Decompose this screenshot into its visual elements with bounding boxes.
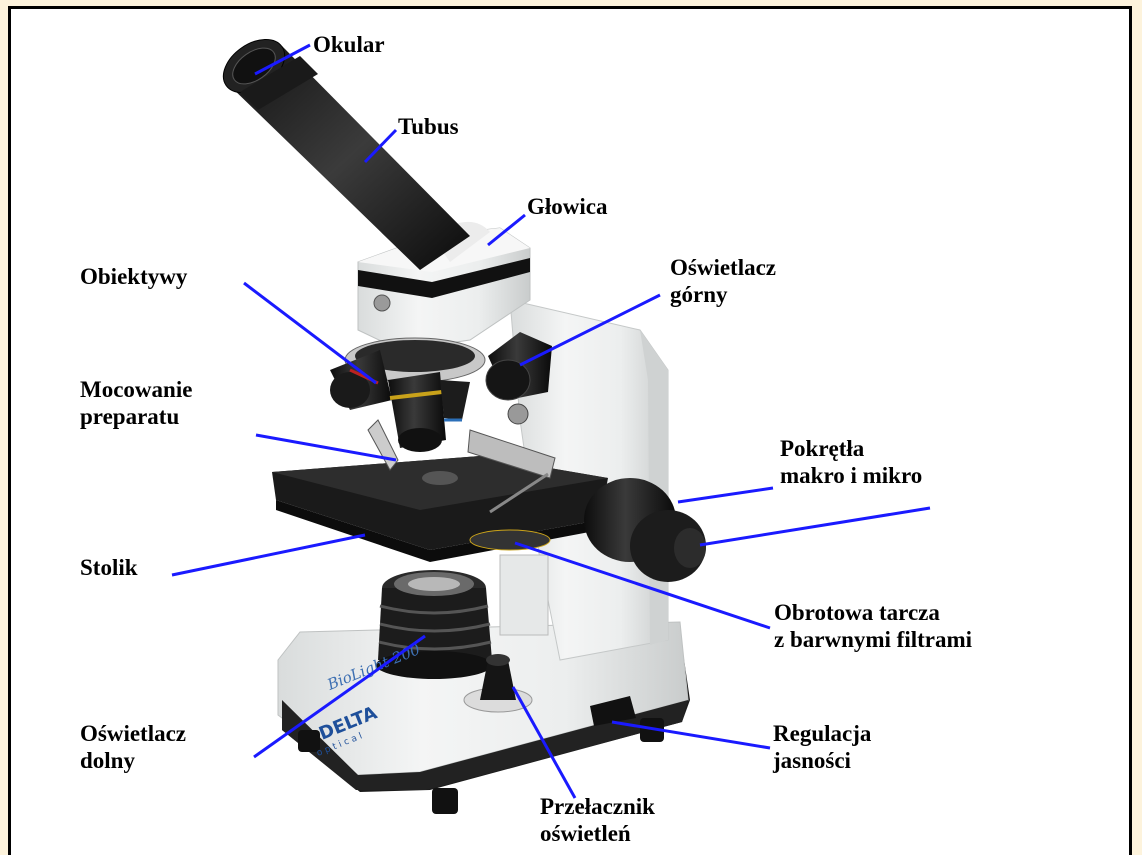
leader-stolik bbox=[172, 535, 365, 575]
label-pokretla: Pokrętła makro i mikro bbox=[780, 435, 922, 489]
label-line-2: preparatu bbox=[80, 403, 192, 430]
label-text: Okular bbox=[313, 31, 385, 58]
label-text: Stolik bbox=[80, 554, 138, 581]
label-obrotowa-tarcza: Obrotowa tarcza z barwnymi filtrami bbox=[774, 599, 972, 653]
label-line-2: makro i mikro bbox=[780, 462, 922, 489]
label-line-1: Przełacznik bbox=[540, 793, 655, 820]
label-obiektywy: Obiektywy bbox=[80, 263, 187, 290]
label-oswietlacz-dolny: Oświetlacz dolny bbox=[80, 720, 186, 774]
label-line-1: Oświetlacz bbox=[80, 720, 186, 747]
label-tubus: Tubus bbox=[398, 113, 459, 140]
label-oswietlacz-gorny: Oświetlacz górny bbox=[670, 254, 776, 308]
label-line-1: Oświetlacz bbox=[670, 254, 776, 281]
eyepiece-tube bbox=[214, 28, 470, 270]
label-line-2: dolny bbox=[80, 747, 186, 774]
label-line-2: oświetleń bbox=[540, 820, 655, 847]
filter-wheel bbox=[470, 530, 550, 550]
label-line-1: Pokrętła bbox=[780, 435, 922, 462]
label-line-2: górny bbox=[670, 281, 776, 308]
label-text: Głowica bbox=[527, 193, 608, 220]
label-line-1: Regulacja bbox=[773, 720, 871, 747]
upper-illuminator bbox=[486, 332, 552, 400]
objectives bbox=[330, 338, 485, 452]
label-glowica: Głowica bbox=[527, 193, 608, 220]
label-line-2: z barwnymi filtrami bbox=[774, 626, 972, 653]
label-line-1: Obrotowa tarcza bbox=[774, 599, 972, 626]
leader-pokretla bbox=[678, 488, 773, 502]
label-line-2: jasności bbox=[773, 747, 871, 774]
leader-obiektywy bbox=[244, 283, 376, 383]
label-stolik: Stolik bbox=[80, 554, 138, 581]
label-text: Tubus bbox=[398, 113, 459, 140]
label-mocowanie-preparatu: Mocowanie preparatu bbox=[80, 376, 192, 430]
leader-regulacja bbox=[612, 722, 770, 748]
label-przelacznik-oswietlen: Przełacznik oświetleń bbox=[540, 793, 655, 847]
label-regulacja-jasnosci: Regulacja jasności bbox=[773, 720, 871, 774]
leader-pokretla-2 bbox=[700, 508, 930, 545]
label-text: Obiektywy bbox=[80, 263, 187, 290]
label-okular: Okular bbox=[313, 31, 385, 58]
label-line-1: Mocowanie bbox=[80, 376, 192, 403]
